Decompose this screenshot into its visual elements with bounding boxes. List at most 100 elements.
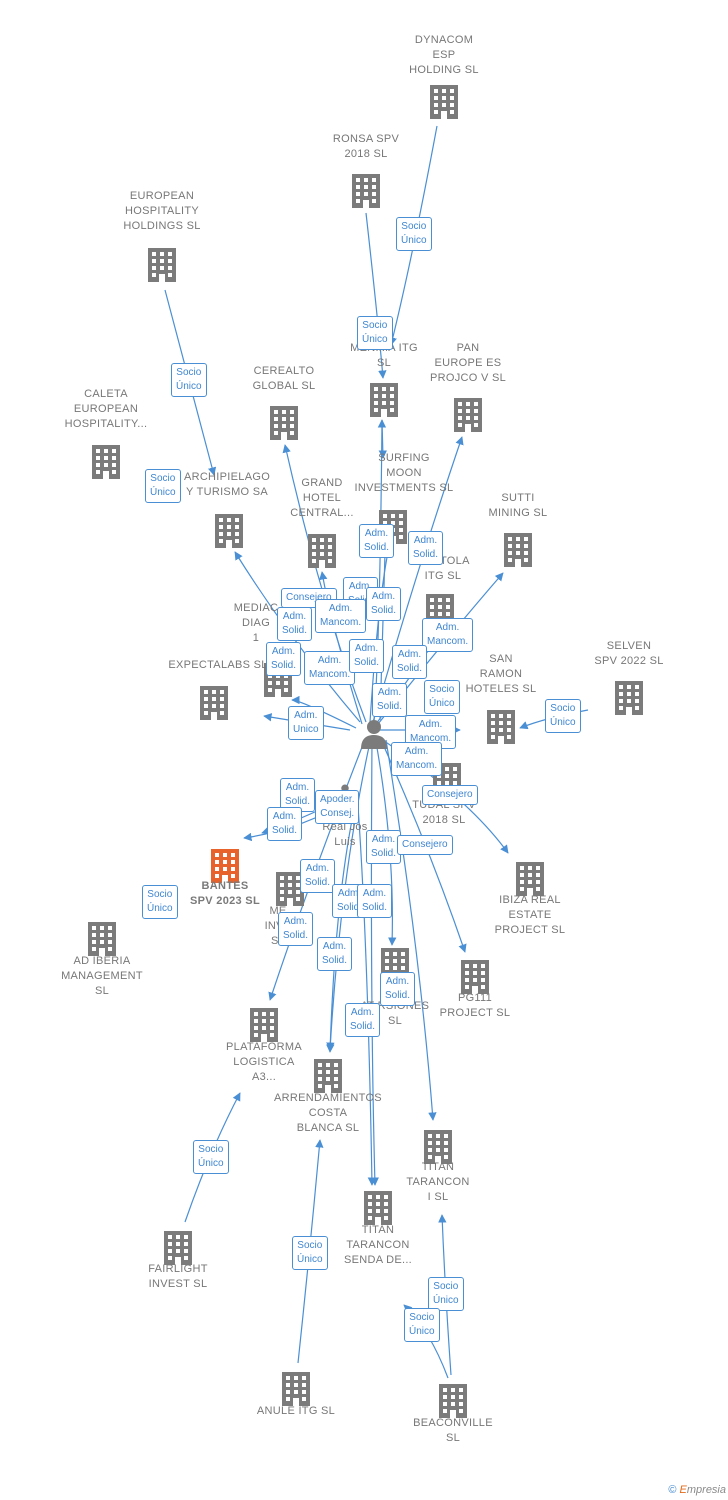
edge-label-l_a15[interactable]: Adm.Solid.: [317, 937, 353, 971]
edge-label-l_a7[interactable]: Adm.Solid.: [372, 683, 408, 717]
menima-building-icon[interactable]: [370, 383, 398, 417]
person-icon-p1[interactable]: [361, 720, 387, 749]
edge-label-l_a3[interactable]: Adm. Solid.: [277, 607, 313, 641]
edge-label-l_a14[interactable]: Adm.Solid.: [278, 912, 314, 946]
edge-label-l_a6[interactable]: Adm.Solid.: [392, 645, 428, 679]
beaconville-building-icon[interactable]: [439, 1384, 467, 1418]
grand-building-icon[interactable]: [308, 534, 336, 568]
edge-label-l_m1[interactable]: Adm.Mancom.: [315, 599, 367, 633]
edge-label-l_a2[interactable]: Adm.Solid.: [366, 587, 402, 621]
node-label-line: EUROPE ES: [434, 357, 502, 369]
edge-label-l_a5[interactable]: Adm.Solid.: [349, 639, 385, 673]
expectalabs-building-icon[interactable]: [200, 686, 228, 720]
edge-label-l_a4[interactable]: Adm.Solid.: [266, 642, 302, 676]
edge-label-l_u1[interactable]: Adm.Unico: [288, 706, 324, 740]
edge-label-l_a10[interactable]: Adm.Solid.: [366, 830, 402, 864]
fairlight-building-icon[interactable]: [164, 1231, 192, 1265]
pan-building-icon[interactable]: [454, 398, 482, 432]
edge-label-l_m3[interactable]: Adm.Mancom.: [304, 651, 356, 685]
titani-building-icon[interactable]: [424, 1130, 452, 1164]
node-label-line: HOSPITALITY...: [64, 418, 148, 430]
edge-label-line: Adm.: [413, 535, 438, 546]
edge-label-l_cons3[interactable]: Consejero: [397, 835, 453, 855]
adiberia-building-icon[interactable]: [88, 922, 116, 956]
bantes-building-icon[interactable]: [211, 849, 239, 883]
edge-22: [385, 739, 437, 1121]
edge-label-l_a8[interactable]: Adm.Solid.: [280, 778, 316, 812]
node-label-line: LOGISTICA: [233, 1056, 295, 1068]
european-building-icon[interactable]: [148, 248, 176, 282]
selven-building-icon[interactable]: [615, 681, 643, 715]
edge-label-l_a16[interactable]: Adm.Solid.: [380, 972, 416, 1006]
edge-label-line: Solid.: [385, 990, 411, 1001]
edge-label-line: Solid.: [282, 625, 308, 636]
caleta-building-icon[interactable]: [92, 445, 120, 479]
edge-label-l_surf1[interactable]: Adm.Solid.: [359, 524, 395, 558]
node-label-expectalabs[interactable]: EXPECTALABS SL: [158, 658, 278, 673]
cerealto-building-icon[interactable]: [270, 406, 298, 440]
ibiza-building-icon[interactable]: [516, 862, 544, 896]
edge-label-line: Adm.: [371, 834, 396, 845]
sutti-building-icon[interactable]: [504, 533, 532, 567]
edge-label-l_a17[interactable]: Adm.Solid.: [345, 1003, 381, 1037]
edge-label-line: Solid.: [337, 902, 363, 913]
edge-label-l_a13[interactable]: Adm.Solid.: [357, 884, 393, 918]
anule-building-icon[interactable]: [282, 1372, 310, 1406]
footer-brand[interactable]: © Empresia: [668, 1484, 726, 1496]
dynacom-building-icon[interactable]: [430, 85, 458, 119]
ronsa-building-icon[interactable]: [352, 174, 380, 208]
edge-label-line: Adm.: [418, 719, 443, 730]
edge-label-l_a11[interactable]: Adm.Solid.: [300, 859, 336, 893]
node-label-anule[interactable]: ANULE ITG SL: [236, 1404, 356, 1419]
edge-label-l_m5[interactable]: Adm.Mancom.: [391, 742, 443, 776]
edge-label-line: Adm.: [282, 611, 307, 622]
edge-label-line: Solid.: [377, 701, 403, 712]
edge-label-l_m2[interactable]: Adm.Mancom.: [422, 618, 474, 652]
archipielago-building-icon[interactable]: [215, 514, 243, 548]
edge-label-l_surf2[interactable]: Adm.Solid.: [408, 531, 444, 565]
edge-label-l_apod[interactable]: Apoder.Consej.: [315, 790, 360, 824]
edge-label-l_a9[interactable]: Adm.Solid.: [267, 807, 303, 841]
sanramon-building-icon[interactable]: [487, 710, 515, 744]
node-label-line: IBIZA REAL: [499, 894, 561, 906]
edge-label-l_cons2[interactable]: Consejero: [422, 785, 478, 805]
edge-label-line: Único: [433, 1295, 459, 1306]
plataforma-building-icon[interactable]: [250, 1008, 278, 1042]
pg111-building-icon[interactable]: [461, 960, 489, 994]
